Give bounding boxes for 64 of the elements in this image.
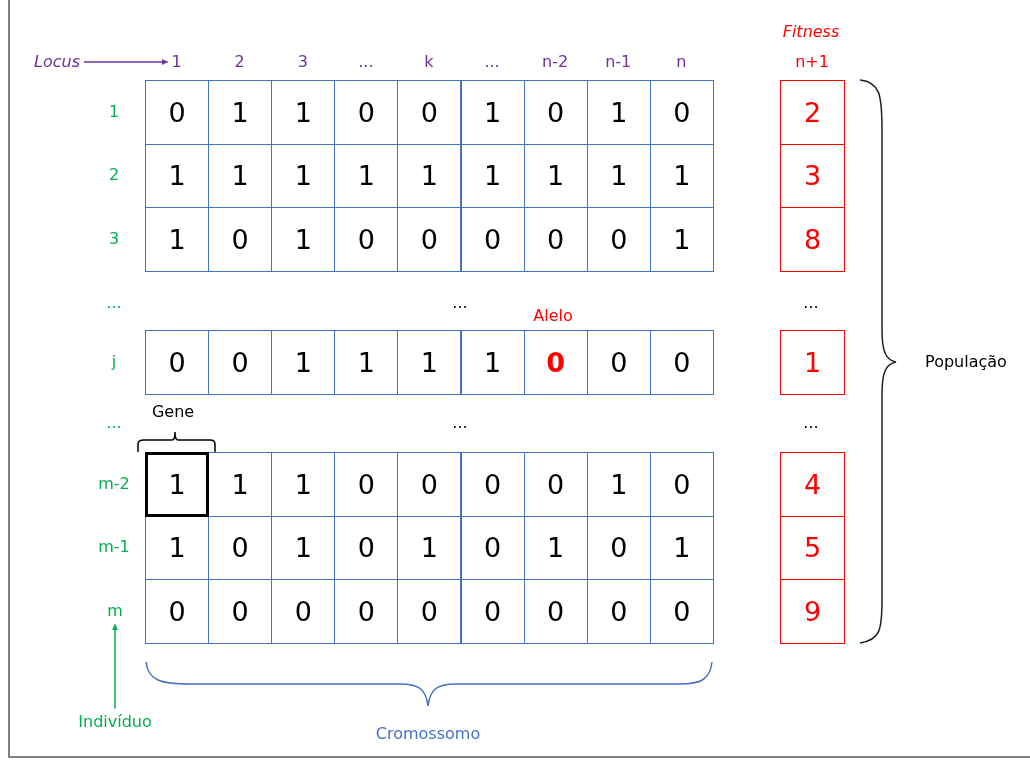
gene-cell: 0 bbox=[145, 80, 210, 145]
column-number: n-1 bbox=[605, 52, 632, 72]
column-number: n+1 bbox=[795, 52, 829, 72]
gene-cell: 1 bbox=[397, 330, 462, 395]
gene-cell: 0 bbox=[460, 579, 525, 644]
gene-cell: 0 bbox=[208, 330, 273, 395]
gene-cell: 0 bbox=[145, 330, 210, 395]
ellipsis: ... bbox=[452, 413, 468, 433]
fitness-cell: 1 bbox=[780, 330, 845, 395]
gene-cell: 1 bbox=[649, 207, 714, 272]
fitness-heading: Fitness bbox=[782, 22, 840, 42]
gene-cell: 0 bbox=[649, 330, 714, 395]
gene-cell: 0 bbox=[586, 330, 651, 395]
ellipsis: ... bbox=[452, 293, 468, 313]
ellipsis: ... bbox=[803, 293, 819, 313]
individual-label: Indivíduo bbox=[78, 712, 152, 732]
row-label: 1 bbox=[108, 102, 120, 122]
gene-cell: 1 bbox=[460, 330, 525, 395]
gene-cell: 0 bbox=[145, 579, 210, 644]
gene-cell: 0 bbox=[523, 330, 588, 395]
locus-label: Locus bbox=[34, 52, 80, 72]
arrow bbox=[83, 59, 169, 65]
gene-cell: 0 bbox=[397, 579, 462, 644]
gene-cell: 0 bbox=[460, 452, 525, 517]
gene-cell: 0 bbox=[649, 80, 714, 145]
gene-cell: 1 bbox=[271, 330, 336, 395]
column-number: 3 bbox=[297, 52, 308, 72]
fitness-cell: 5 bbox=[780, 515, 845, 580]
column-number: n-2 bbox=[542, 52, 569, 72]
column-number: 1 bbox=[171, 52, 182, 72]
fitness-cell: 9 bbox=[780, 579, 845, 644]
ellipsis: ... bbox=[106, 413, 122, 433]
fitness-cell: 3 bbox=[780, 143, 845, 208]
row-label: 2 bbox=[108, 165, 120, 185]
gene-cell: 0 bbox=[460, 207, 525, 272]
arrow bbox=[112, 623, 118, 710]
gene-label: Gene bbox=[151, 402, 195, 422]
row-label: j bbox=[111, 352, 117, 372]
ellipsis: ... bbox=[106, 293, 122, 313]
column-number: ... bbox=[358, 52, 374, 72]
column-number: 2 bbox=[234, 52, 245, 72]
ellipsis: ... bbox=[803, 413, 819, 433]
allele-label: Alelo bbox=[533, 306, 573, 326]
gene-cell: 1 bbox=[145, 207, 210, 272]
fitness-cell: 8 bbox=[780, 207, 845, 272]
gene-cell: 0 bbox=[649, 452, 714, 517]
column-number: n bbox=[676, 52, 687, 72]
gene-cell: 0 bbox=[397, 80, 462, 145]
fitness-cell: 2 bbox=[780, 80, 845, 145]
chromosome-label: Cromossomo bbox=[375, 724, 481, 744]
gene-cell: 1 bbox=[460, 80, 525, 145]
gene-cell: 0 bbox=[649, 579, 714, 644]
gene-cell: 1 bbox=[334, 330, 399, 395]
row-label: m-1 bbox=[98, 537, 130, 557]
row-label: m bbox=[107, 601, 123, 621]
fitness-cell: 4 bbox=[780, 452, 845, 517]
gene-cell: 0 bbox=[397, 207, 462, 272]
row-label: 3 bbox=[108, 229, 120, 249]
column-number: ... bbox=[484, 52, 500, 72]
row-label: m-2 bbox=[98, 474, 130, 494]
gene-cell: 0 bbox=[397, 452, 462, 517]
highlighted-gene-cell: 1 bbox=[145, 452, 210, 517]
population-label: População bbox=[925, 352, 1007, 372]
column-number: k bbox=[424, 52, 434, 72]
